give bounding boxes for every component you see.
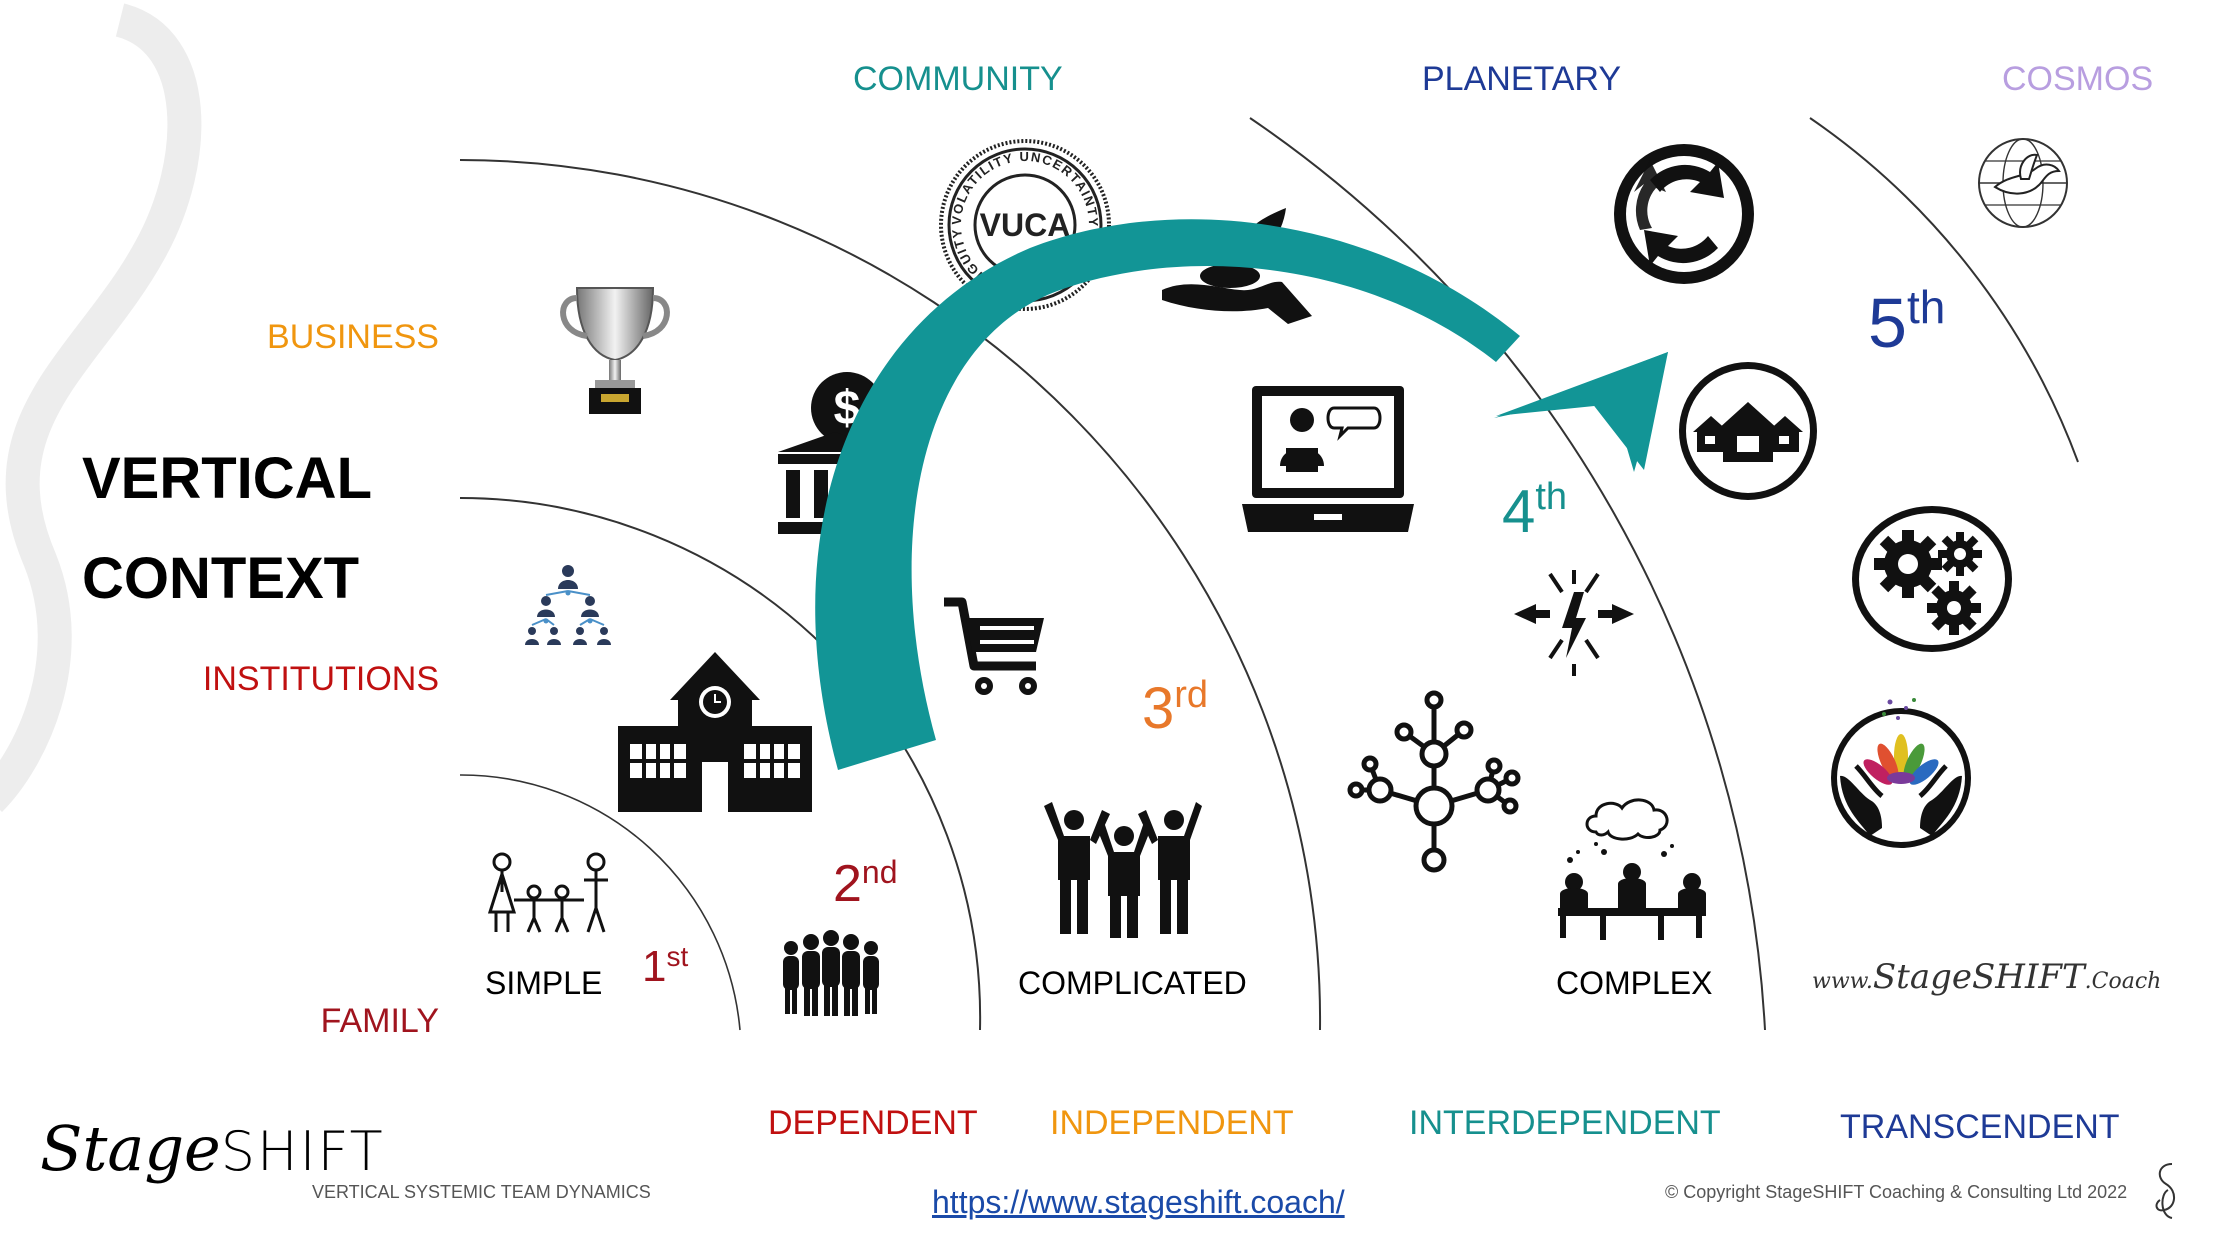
- trophy-icon: [560, 287, 670, 414]
- gears-icon: [1852, 506, 2012, 652]
- label-complicated: COMPLICATED: [1018, 965, 1247, 1001]
- label-interdependent: INTERDEPENDENT: [1409, 1104, 1721, 1142]
- shopping-cart-icon: [944, 597, 1044, 695]
- family-icon: [487, 852, 608, 933]
- label-family: FAMILY: [320, 1002, 439, 1040]
- arc-5: [1809, 117, 2079, 463]
- arc-1: [459, 774, 741, 1031]
- network-icon: [1347, 690, 1521, 873]
- ordinal-1: 1st: [642, 941, 689, 991]
- meeting-table-icon: [1558, 798, 1706, 940]
- title-line-2: CONTEXT: [82, 546, 360, 611]
- hands-flower-icon: [1831, 698, 1971, 848]
- title-line-1: VERTICAL: [82, 446, 372, 511]
- ordinal-3: 3rd: [1142, 674, 1209, 741]
- org-chart-icon: [525, 565, 611, 645]
- arrow-body: [815, 219, 1520, 770]
- ordinal-4: 4th: [1502, 476, 1568, 545]
- arc-3: [459, 159, 1322, 1031]
- label-transcendent: TRANSCENDENT: [1840, 1108, 2120, 1146]
- ordinal-5: 5th: [1868, 281, 1946, 362]
- svg-text:VUCA: VUCA: [980, 207, 1071, 243]
- footer-s-icon: [2155, 1163, 2175, 1219]
- ordinal-2: 2nd: [833, 854, 898, 913]
- label-simple: SIMPLE: [485, 965, 603, 1001]
- recycle-icon: [1614, 144, 1754, 284]
- footer-copyright: © Copyright StageSHIFT Coaching & Consul…: [1665, 1182, 2128, 1202]
- label-cosmos: COSMOS: [2002, 60, 2154, 98]
- background-s-watermark: [0, 3, 202, 813]
- label-planetary: PLANETARY: [1422, 60, 1622, 98]
- crowd-icon: [783, 930, 879, 1016]
- arc-4: [1249, 117, 1766, 1031]
- stageshift-watermark: www.StageSHIFT.Coach: [1812, 957, 2162, 997]
- label-complex: COMPLEX: [1556, 965, 1713, 1001]
- label-business: BUSINESS: [267, 318, 439, 356]
- school-icon: [618, 652, 812, 812]
- label-institutions: INSTITUTIONS: [202, 660, 439, 698]
- video-call-laptop-icon: [1242, 386, 1414, 532]
- label-community: COMMUNITY: [853, 60, 1063, 98]
- label-dependent: DEPENDENT: [768, 1104, 978, 1142]
- celebrating-people-icon: [1044, 802, 1202, 938]
- collision-icon: [1514, 570, 1634, 676]
- website-link[interactable]: https://www.stageshift.coach/: [932, 1184, 1345, 1220]
- houses-icon: [1679, 362, 1817, 500]
- dove-globe-icon: [1978, 138, 2068, 228]
- stageshift-logo: StageSHIFT: [40, 1112, 385, 1185]
- footer-subtitle: VERTICAL SYSTEMIC TEAM DYNAMICS: [312, 1182, 651, 1202]
- label-independent: INDEPENDENT: [1050, 1104, 1294, 1142]
